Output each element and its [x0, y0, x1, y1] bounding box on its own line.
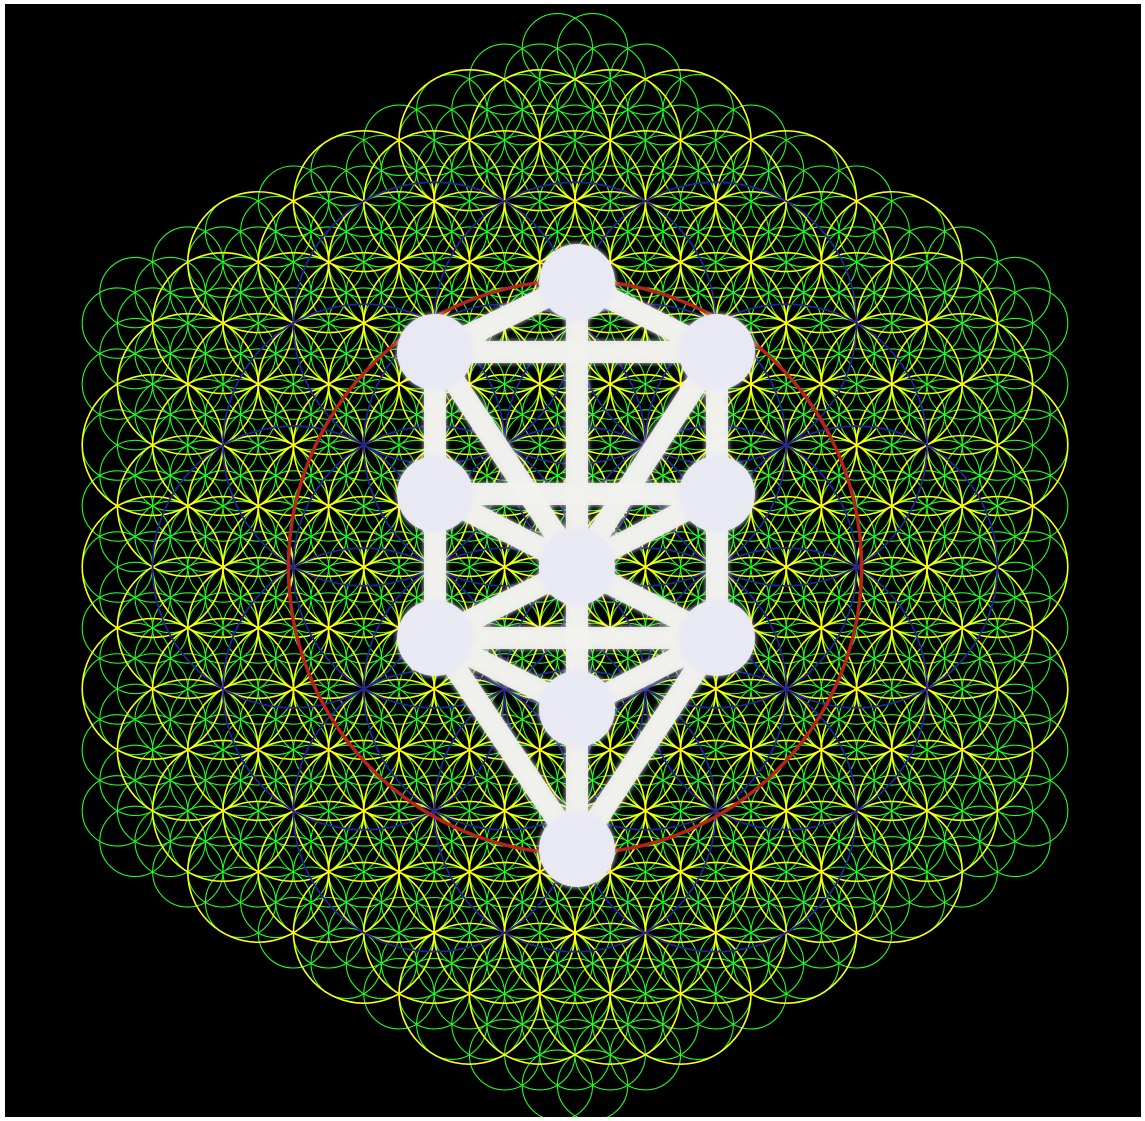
- sephirah-netzach: [679, 600, 755, 676]
- sephirah-tiferet: [539, 529, 615, 605]
- sephirah-binah: [397, 314, 473, 390]
- sephirah-yesod: [539, 671, 615, 747]
- artwork-canvas: [5, 4, 1141, 1117]
- sephirah-chesed: [679, 456, 755, 532]
- sephirah-gevurah: [397, 456, 473, 532]
- sephirah-keter: [539, 244, 615, 320]
- sephirah-hod: [397, 600, 473, 676]
- sephirah-malkuth: [539, 811, 615, 887]
- sacred-geometry-artwork: [5, 4, 1141, 1117]
- sephirah-chokmah: [679, 314, 755, 390]
